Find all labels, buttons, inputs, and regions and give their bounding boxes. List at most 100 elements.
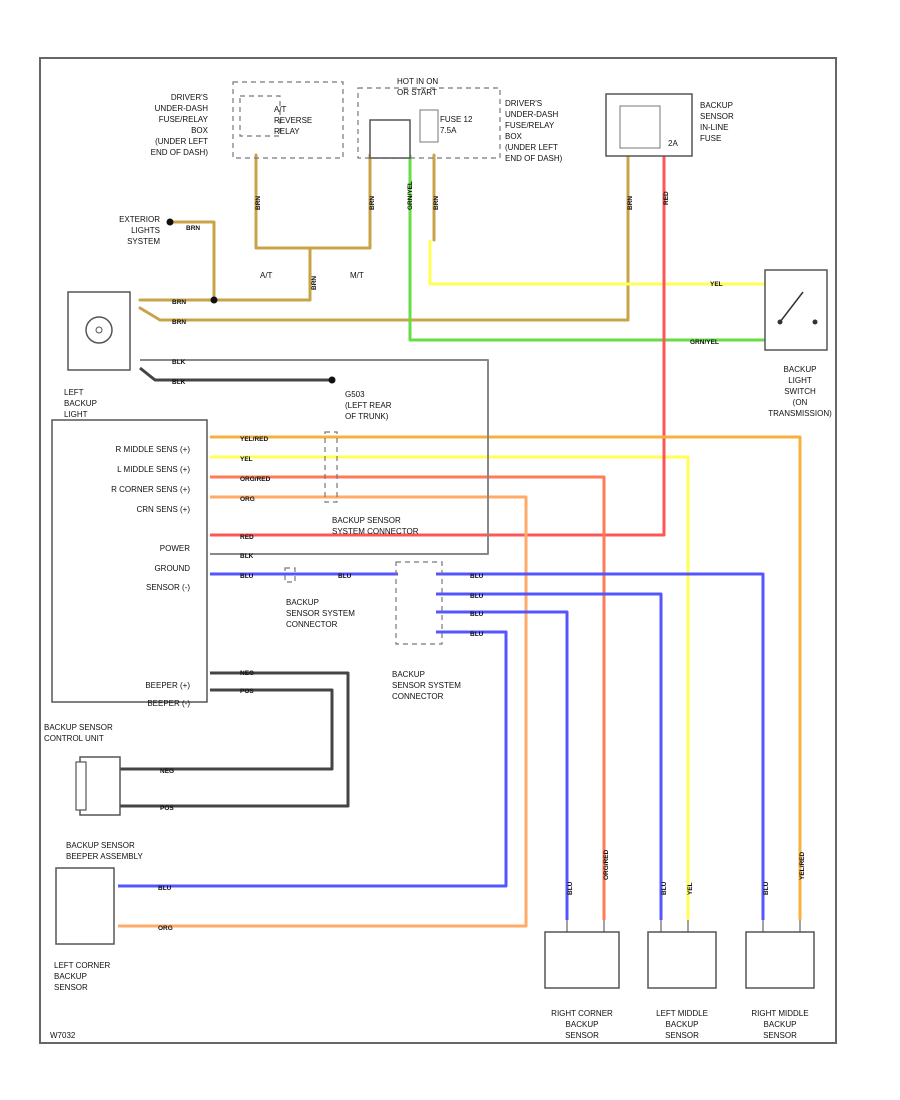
left-backup-light-label: BACKUP <box>64 399 97 408</box>
switch-contact-icon <box>779 291 804 323</box>
control-unit-pin-label: GROUND <box>154 564 190 573</box>
system-connector-low-label: BACKUP <box>392 670 425 679</box>
left-backup-light-label: LIGHT <box>64 410 88 419</box>
ground-dot <box>328 376 336 384</box>
fuse-relay-box-left-label: (UNDER LEFT <box>155 137 208 146</box>
wire-ext-lights <box>168 220 216 302</box>
wire-label-yel-red: YEL/RED <box>240 436 268 443</box>
right-middle-sensor-label: RIGHT MIDDLE <box>751 1009 808 1018</box>
connector-mid-outline <box>284 567 296 583</box>
control-unit-pin-label: SENSOR (-) <box>146 583 190 592</box>
wire-label-yel: YEL <box>710 281 723 288</box>
wire-blu-rmid <box>436 572 765 920</box>
fuse-relay-box-left-label: BOX <box>191 126 209 135</box>
wire-label-blu: BLU <box>470 573 484 580</box>
left-corner-sensor-label: LEFT CORNER <box>54 961 111 970</box>
inline-fuse-rating: 2A <box>668 139 678 148</box>
inline-fuse-element <box>619 105 661 149</box>
fuse-relay-box-left-label: DRIVER'S <box>171 93 208 102</box>
connector-top-outline <box>324 431 338 503</box>
fuse-relay-box-right-label: END OF DASH) <box>505 154 563 163</box>
bulb-filament-icon <box>95 326 103 334</box>
at-reverse-relay-label: RELAY <box>274 127 300 136</box>
org-red-wire <box>210 475 606 920</box>
gray-wires <box>140 359 489 555</box>
right-corner-sensor-box <box>544 931 620 989</box>
wire-label-pos: POS <box>160 805 174 812</box>
wire-label-blu: BLU <box>470 631 484 638</box>
right-corner-sensor-label: RIGHT CORNER <box>551 1009 613 1018</box>
wire-label-brn: BRN <box>255 196 262 210</box>
left-middle-sensor-label: BACKUP <box>666 1020 699 1029</box>
left-middle-sensor-label: LEFT MIDDLE <box>656 1009 708 1018</box>
wire-label-yel-red: YEL/RED <box>799 852 806 880</box>
exterior-lights-label: LIGHTS <box>131 226 160 235</box>
splice-dot <box>210 296 218 304</box>
system-connector-mid-label: SENSOR SYSTEM <box>286 609 355 618</box>
wire-label-blk: BLK <box>172 359 186 366</box>
blk-wires <box>120 366 350 808</box>
wire-label-blu: BLU <box>158 885 172 892</box>
wire-label-org: ORG <box>158 925 173 932</box>
control-unit-label: BACKUP SENSOR <box>44 723 113 732</box>
grn-yel-wire <box>408 155 765 342</box>
fuse-relay-box-right-label: BOX <box>505 132 523 141</box>
fuse-12-element <box>419 109 439 143</box>
wire-label-grn-yel: GRN/YEL <box>690 339 719 346</box>
wire-brn-at <box>138 246 312 302</box>
fuse-12-label: 7.5A <box>440 126 457 135</box>
wire-label-org-red: ORG/RED <box>603 849 610 880</box>
wire-blu-lmid <box>436 592 663 920</box>
wire-yel-switch <box>428 240 765 286</box>
splice-dot <box>166 218 174 226</box>
connector-low-outline <box>395 561 443 645</box>
switch-pivot-icon <box>777 319 783 325</box>
wire-label-brn: BRN <box>369 196 376 210</box>
fuse-relay-box-right-label: DRIVER'S <box>505 99 542 108</box>
red-wire <box>210 155 666 537</box>
fuse-relay-box-right-label: FUSE/RELAY <box>505 121 555 130</box>
wire-label-blu: BLU <box>470 611 484 618</box>
beeper-assembly-label: BACKUP SENSOR <box>66 841 135 850</box>
left-backup-light-box <box>67 291 131 371</box>
right-corner-sensor-label: SENSOR <box>565 1031 599 1040</box>
bulb-icon <box>85 316 113 344</box>
relay-box-outline <box>232 81 344 159</box>
control-unit-pin-label: R MIDDLE SENS (+) <box>116 445 191 454</box>
left-corner-sensor-label: BACKUP <box>54 972 87 981</box>
mt-label: M/T <box>350 271 364 280</box>
wire-blk-neg <box>120 688 334 771</box>
inline-fuse-label: BACKUP <box>700 101 733 110</box>
left-middle-sensor-box <box>647 931 717 989</box>
left-backup-light-label: LEFT <box>64 388 84 397</box>
wire-label-blu: BLU <box>763 881 770 895</box>
wire-label-red: RED <box>663 191 670 205</box>
fuse-relay-box-left-label: END OF DASH) <box>151 148 209 157</box>
switch-terminal-icon <box>812 319 818 325</box>
g503-label: OF TRUNK) <box>345 412 389 421</box>
control-unit-pin-label: BEEPER (+) <box>145 681 190 690</box>
right-corner-sensor-label: BACKUP <box>566 1020 599 1029</box>
backup-light-switch-label: TRANSMISSION) <box>768 409 832 418</box>
right-middle-sensor-label: SENSOR <box>763 1031 797 1040</box>
backup-light-switch-box <box>764 269 828 351</box>
wire-label-blu: BLU <box>567 881 574 895</box>
right-middle-sensor-label: BACKUP <box>764 1020 797 1029</box>
at-reverse-relay-label: REVERSE <box>274 116 312 125</box>
control-unit-label: CONTROL UNIT <box>44 734 104 743</box>
backup-sensor-control-unit-box <box>51 419 208 703</box>
control-unit-pin-label: POWER <box>160 544 190 553</box>
wire-label-blu: BLU <box>470 593 484 600</box>
system-connector-top-label: BACKUP SENSOR <box>332 516 401 525</box>
control-unit-pin-label: CRN SENS (+) <box>136 505 190 514</box>
system-connector-low-label: CONNECTOR <box>392 692 444 701</box>
wire-label-blu: BLU <box>661 881 668 895</box>
inline-fuse-label: FUSE <box>700 134 721 143</box>
diagram-border <box>39 57 837 1044</box>
fuse-relay-box-right-label: (UNDER LEFT <box>505 143 558 152</box>
left-corner-sensor-label: SENSOR <box>54 983 88 992</box>
fuse-12-label: FUSE 12 <box>440 115 473 124</box>
system-connector-mid-label: CONNECTOR <box>286 620 338 629</box>
